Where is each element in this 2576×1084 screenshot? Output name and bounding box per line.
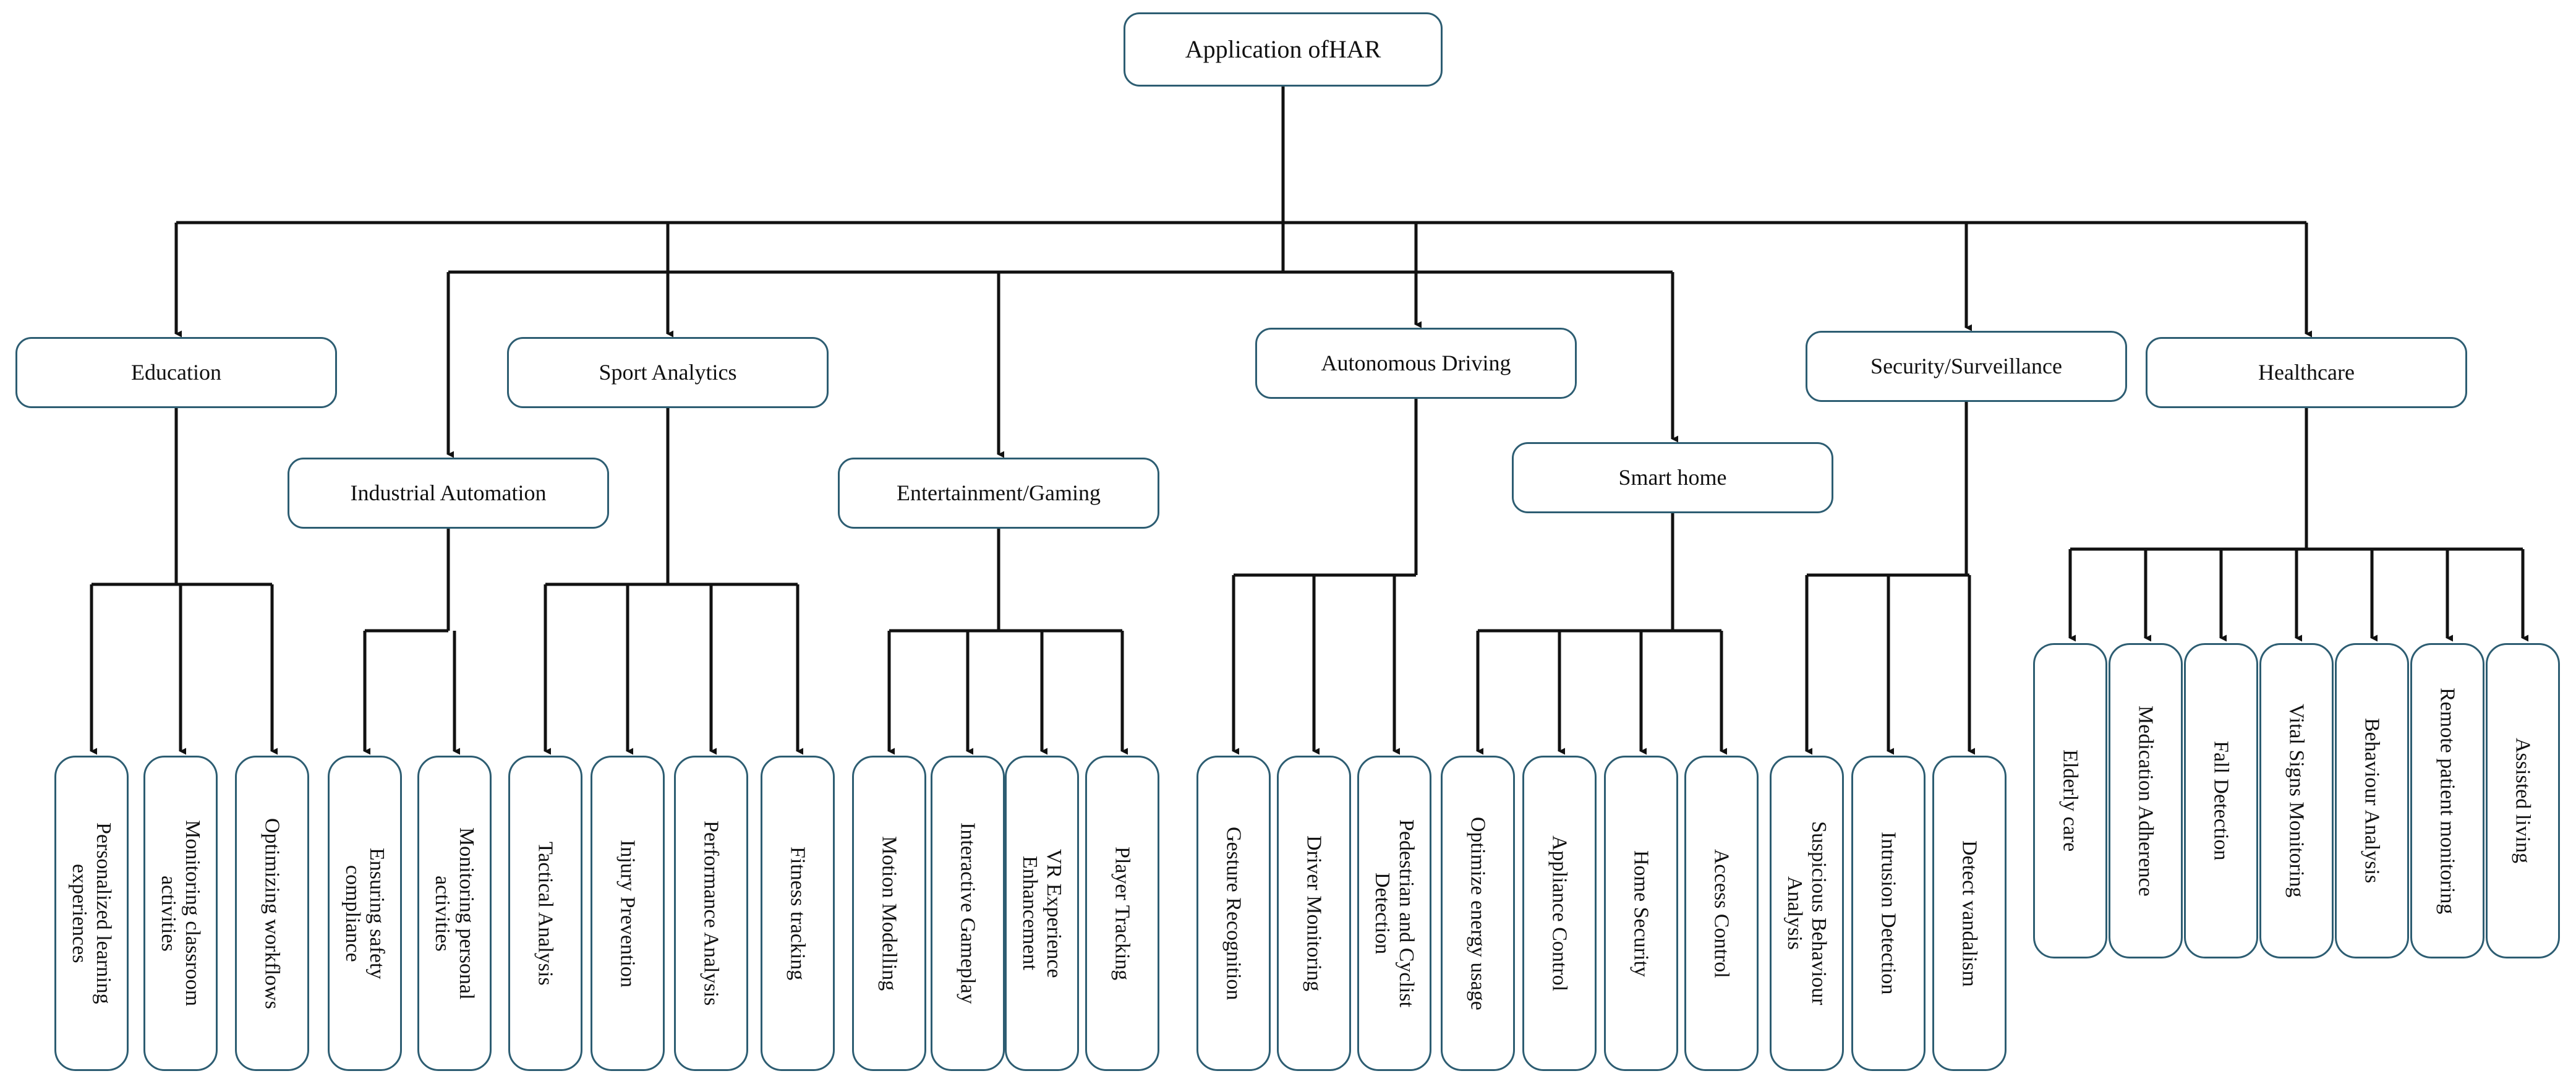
leaf-node[interactable]: Remote patient monitoring <box>2410 643 2484 958</box>
leaf-node-label: Performance Analysis <box>699 821 723 1006</box>
category-node-label: Industrial Automation <box>350 480 547 506</box>
leaf-node[interactable]: Player Tracking <box>1085 756 1159 1071</box>
leaf-node-label: Optimize energy usage <box>1466 816 1490 1010</box>
leaf-node-label: Gesture Recognition <box>1222 826 1245 1001</box>
leaf-node-label: Driver Monitoring <box>1302 835 1326 992</box>
category-node-label: Entertainment/Gaming <box>897 480 1101 506</box>
leaf-node[interactable]: VR Experience Enhancement <box>1005 756 1079 1071</box>
leaf-node[interactable]: Gesture Recognition <box>1196 756 1271 1071</box>
category-node-healthcare[interactable]: Healthcare <box>2146 337 2467 408</box>
category-node-autonomous[interactable]: Autonomous Driving <box>1255 328 1577 399</box>
leaf-node-label: Player Tracking <box>1111 846 1134 981</box>
leaf-node-label: Fall Detection <box>2209 741 2233 861</box>
leaf-node-label: Monitoring classroom activities <box>157 820 205 1007</box>
leaf-node[interactable]: Interactive Gameplay <box>931 756 1005 1071</box>
leaf-node-label: Medication Adherence <box>2134 705 2157 897</box>
leaf-node[interactable]: Fall Detection <box>2184 643 2258 958</box>
leaf-node-label: Assisted living <box>2511 738 2535 864</box>
leaf-node-label: Motion Modelling <box>877 835 901 991</box>
category-node-security[interactable]: Security/Surveillance <box>1806 331 2127 402</box>
leaf-node-label: Monitoring personal activities <box>431 827 479 1000</box>
leaf-node-label: Ensuring safety compliance <box>341 847 389 979</box>
leaf-node[interactable]: Home Security <box>1604 756 1678 1071</box>
leaf-node-label: Fitness tracking <box>786 846 809 981</box>
leaf-node[interactable]: Tactical Analysis <box>508 756 582 1071</box>
category-node-label: Healthcare <box>2258 360 2355 385</box>
leaf-node-label: Injury Prevention <box>616 839 639 988</box>
leaf-node[interactable]: Monitoring personal activities <box>417 756 492 1071</box>
category-node-sport[interactable]: Sport Analytics <box>507 337 829 408</box>
leaf-node-label: Vital Signs Monitoring <box>2285 704 2308 898</box>
leaf-node[interactable]: Vital Signs Monitoring <box>2259 643 2334 958</box>
leaf-node-label: Personalized learning experiences <box>68 822 116 1004</box>
leaf-node-label: Elderly care <box>2058 749 2082 852</box>
category-node-label: Autonomous Driving <box>1321 351 1511 376</box>
leaf-node[interactable]: Motion Modelling <box>852 756 926 1071</box>
leaf-node[interactable]: Fitness tracking <box>761 756 835 1071</box>
leaf-node-label: Detect vandalism <box>1958 840 1981 987</box>
category-node-label: Smart home <box>1618 465 1727 490</box>
leaf-node[interactable]: Personalized learning experiences <box>54 756 129 1071</box>
category-node-education[interactable]: Education <box>15 337 337 408</box>
leaf-node[interactable]: Intrusion Detection <box>1851 756 1926 1071</box>
leaf-node[interactable]: Injury Prevention <box>591 756 665 1071</box>
leaf-node-label: Appliance Control <box>1548 835 1571 992</box>
leaf-node-label: Pedestrian and Cyclist Detection <box>1371 819 1418 1008</box>
category-node-industrial[interactable]: Industrial Automation <box>288 458 609 529</box>
leaf-node[interactable]: Medication Adherence <box>2109 643 2183 958</box>
category-node-entertainment[interactable]: Entertainment/Gaming <box>838 458 1159 529</box>
leaf-node[interactable]: Behaviour Analysis <box>2335 643 2409 958</box>
leaf-node[interactable]: Access Control <box>1684 756 1759 1071</box>
leaf-node[interactable]: Assisted living <box>2486 643 2560 958</box>
leaf-node-label: Interactive Gameplay <box>956 822 979 1004</box>
leaf-node[interactable]: Optimize energy usage <box>1441 756 1515 1071</box>
category-node-label: Security/Surveillance <box>1870 354 2062 379</box>
leaf-node-label: Behaviour Analysis <box>2360 718 2384 884</box>
leaf-node[interactable]: Appliance Control <box>1522 756 1597 1071</box>
leaf-node[interactable]: Detect vandalism <box>1932 756 2007 1071</box>
leaf-node[interactable]: Driver Monitoring <box>1277 756 1351 1071</box>
leaf-node-label: Optimizing workflows <box>260 817 284 1009</box>
leaf-node-label: Intrusion Detection <box>1877 832 1900 995</box>
leaf-node-label: VR Experience Enhancement <box>1018 848 1066 978</box>
leaf-node[interactable]: Suspicious Behaviour Analysis <box>1770 756 1844 1071</box>
leaf-node[interactable]: Performance Analysis <box>674 756 748 1071</box>
leaf-node-label: Home Security <box>1629 850 1653 977</box>
leaf-node[interactable]: Elderly care <box>2033 643 2107 958</box>
category-node-label: Education <box>131 360 221 385</box>
category-node-smarthome[interactable]: Smart home <box>1512 442 1833 513</box>
leaf-node-label: Access Control <box>1710 848 1733 978</box>
leaf-node-label: Suspicious Behaviour Analysis <box>1783 821 1831 1005</box>
leaf-node[interactable]: Monitoring classroom activities <box>143 756 218 1071</box>
leaf-node[interactable]: Optimizing workflows <box>235 756 309 1071</box>
root-node-application-of-har[interactable]: Application ofHAR <box>1124 12 1443 87</box>
leaf-node[interactable]: Ensuring safety compliance <box>328 756 402 1071</box>
category-node-label: Sport Analytics <box>599 360 737 385</box>
root-node-label: Application ofHAR <box>1185 35 1381 64</box>
leaf-node-label: Tactical Analysis <box>534 841 557 986</box>
leaf-node-label: Remote patient monitoring <box>2436 687 2459 915</box>
leaf-node[interactable]: Pedestrian and Cyclist Detection <box>1357 756 1431 1071</box>
